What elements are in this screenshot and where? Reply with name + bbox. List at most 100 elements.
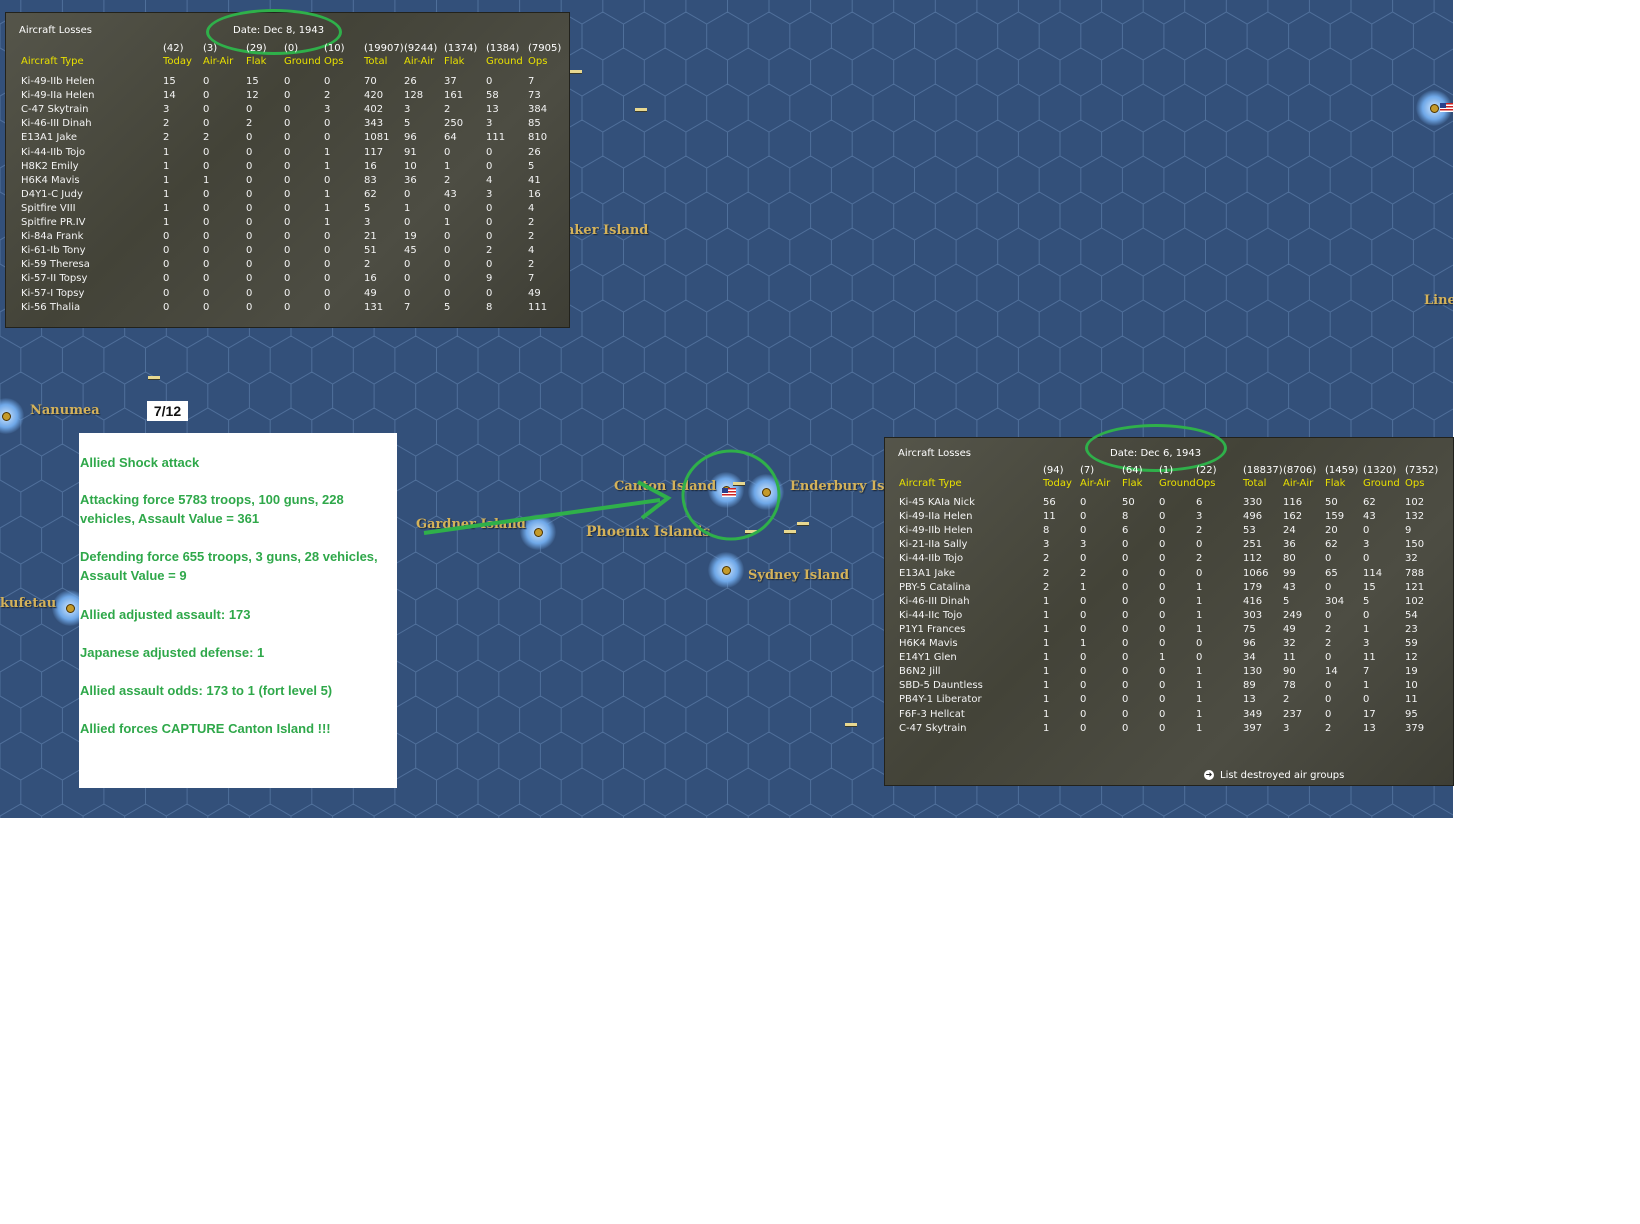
value-cell: 0 [163, 259, 170, 271]
ship-marker[interactable] [784, 530, 796, 534]
value-cell: 9 [486, 273, 493, 285]
value-cell: 0 [163, 287, 170, 299]
us-flag-icon [722, 488, 736, 497]
note-line: Allied Shock attack [80, 455, 200, 470]
value-cell: 24 [1283, 525, 1296, 537]
value-cell: 0 [486, 287, 493, 299]
value-cell: 5 [444, 301, 451, 313]
value-cell: 0 [1159, 638, 1166, 649]
value-cell: 0 [1080, 525, 1087, 537]
us-flag-icon [1440, 103, 1453, 112]
value-cell: 1 [444, 217, 451, 228]
value-cell: 0 [1122, 722, 1129, 734]
column-header: Flak [1325, 478, 1346, 489]
ship-marker[interactable] [733, 482, 745, 486]
value-cell: 1 [1196, 666, 1203, 678]
value-cell: 0 [246, 217, 253, 228]
value-cell: 237 [1283, 708, 1303, 720]
value-cell: 0 [1122, 609, 1129, 621]
value-cell: 6 [1122, 525, 1129, 537]
ship-marker[interactable] [745, 530, 757, 534]
value-cell: 0 [1159, 708, 1166, 720]
value-cell: 36 [1283, 539, 1296, 551]
value-cell: 99 [1283, 567, 1296, 579]
value-cell: 0 [203, 104, 210, 116]
aircraft-type-cell: E13A1 Jake [21, 132, 78, 144]
ship-marker[interactable] [845, 723, 857, 727]
aircraft-type-cell: PBY-5 Catalina [899, 581, 971, 593]
value-cell: 2 [246, 118, 253, 130]
ship-marker[interactable] [570, 70, 582, 74]
value-cell: 121 [1405, 581, 1425, 593]
value-cell: 65 [1325, 567, 1338, 579]
value-cell: 0 [284, 245, 291, 257]
value-cell: 0 [1122, 553, 1129, 565]
value-cell: 11 [1405, 694, 1418, 706]
value-cell: 15 [1363, 581, 1376, 593]
ship-marker[interactable] [635, 108, 647, 112]
note-line: Allied assault odds: 173 to 1 (fort leve… [80, 683, 333, 698]
aircraft-type-cell: Ki-45 KAIa Nick [899, 497, 975, 508]
value-cell: 0 [1196, 652, 1203, 664]
value-cell: 53 [1243, 525, 1256, 537]
value-cell: 0 [246, 188, 253, 200]
value-cell: 0 [1080, 666, 1087, 678]
aircraft-type-cell: PB4Y-1 Liberator [899, 694, 982, 706]
value-cell: 0 [486, 217, 493, 228]
value-cell: 0 [284, 231, 291, 243]
ship-marker[interactable] [148, 376, 160, 380]
value-cell: 1 [1043, 708, 1050, 720]
value-cell: 85 [528, 118, 541, 130]
value-cell: 0 [1080, 652, 1087, 664]
value-cell: 21 [364, 231, 377, 243]
column-header: Today [1043, 478, 1072, 489]
value-cell: 5 [528, 160, 535, 172]
ship-marker[interactable] [797, 522, 809, 526]
list-destroyed-air-groups-link[interactable]: ➜List destroyed air groups [1204, 770, 1344, 781]
value-cell: 162 [1283, 511, 1303, 523]
value-cell: 1 [1196, 722, 1203, 734]
sydney-island-hex[interactable] [708, 552, 744, 588]
aircraft-type-cell: Ki-46-III Dinah [899, 595, 970, 607]
value-cell: 111 [528, 301, 548, 313]
value-cell: 1081 [364, 132, 390, 144]
value-cell: 0 [1122, 581, 1129, 593]
column-header: Flak [444, 56, 465, 67]
aircraft-losses-panel-top: Aircraft Losses Date: Dec 8, 1943 (42)(3… [5, 9, 570, 328]
value-cell: 0 [284, 174, 291, 186]
